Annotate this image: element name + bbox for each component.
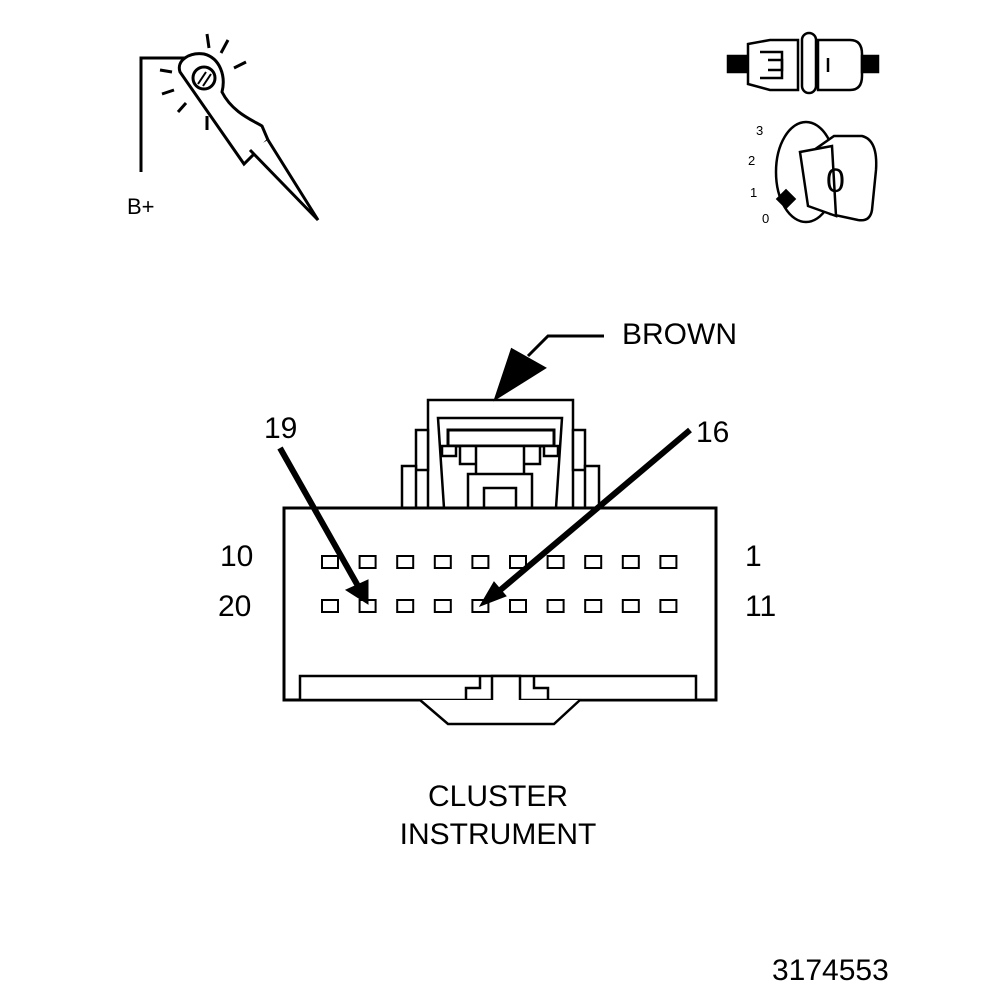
pin-19-arrow bbox=[277, 446, 369, 605]
pin-cavity bbox=[433, 599, 452, 613]
pin-callout-19: 19 bbox=[264, 412, 298, 445]
pin-cavity bbox=[509, 555, 527, 569]
pin-cavity bbox=[433, 555, 452, 569]
pin-cavity bbox=[584, 599, 603, 613]
pin-cavity bbox=[584, 555, 603, 569]
pin-cavity bbox=[358, 555, 377, 569]
pin-cavity bbox=[621, 599, 640, 613]
figure-id: 3174553 bbox=[772, 954, 889, 987]
ignition-position-0: 0 bbox=[762, 211, 770, 226]
pin-cavity bbox=[396, 599, 415, 613]
pin-cavity bbox=[659, 555, 678, 569]
row-label-top-right: 1 bbox=[745, 540, 762, 573]
pin-cavity bbox=[546, 599, 565, 613]
row-label-top-left: 10 bbox=[220, 540, 254, 573]
caption-line-2: INSTRUMENT bbox=[399, 818, 597, 851]
probe-b-plus-label: B+ bbox=[127, 194, 155, 219]
connector-body bbox=[282, 506, 718, 702]
connector-color-label: BROWN bbox=[622, 318, 737, 351]
pin-cavity bbox=[321, 599, 339, 613]
connector-disconnect-icon bbox=[726, 31, 880, 95]
pin-callout-16: 16 bbox=[696, 416, 730, 449]
pin-cavity bbox=[471, 555, 490, 569]
pin-cavity bbox=[546, 555, 565, 569]
brown-leader-arrow bbox=[493, 334, 604, 402]
pin-cavity bbox=[621, 555, 640, 569]
pin-16-arrow bbox=[478, 427, 692, 607]
connector-bottom-tab bbox=[419, 699, 581, 726]
pin-cavity bbox=[321, 555, 339, 569]
ignition-key-label: 0 bbox=[826, 162, 845, 200]
caption-line-1: CLUSTER bbox=[427, 780, 569, 813]
test-light-probe-icon bbox=[139, 33, 320, 222]
ignition-position-2: 2 bbox=[748, 153, 756, 168]
connector-latch bbox=[400, 398, 601, 510]
ignition-key-icon bbox=[774, 120, 878, 224]
row-label-bottom-left: 20 bbox=[218, 590, 252, 623]
pin-cavity bbox=[509, 599, 527, 613]
pin-cavity bbox=[396, 555, 415, 569]
cluster-connector bbox=[282, 398, 718, 726]
row-label-bottom-right: 11 bbox=[745, 590, 777, 623]
pin-cavity bbox=[659, 599, 678, 613]
ignition-position-3: 3 bbox=[756, 123, 764, 138]
ignition-position-1: 1 bbox=[750, 185, 758, 200]
pin-cavities bbox=[321, 555, 678, 613]
